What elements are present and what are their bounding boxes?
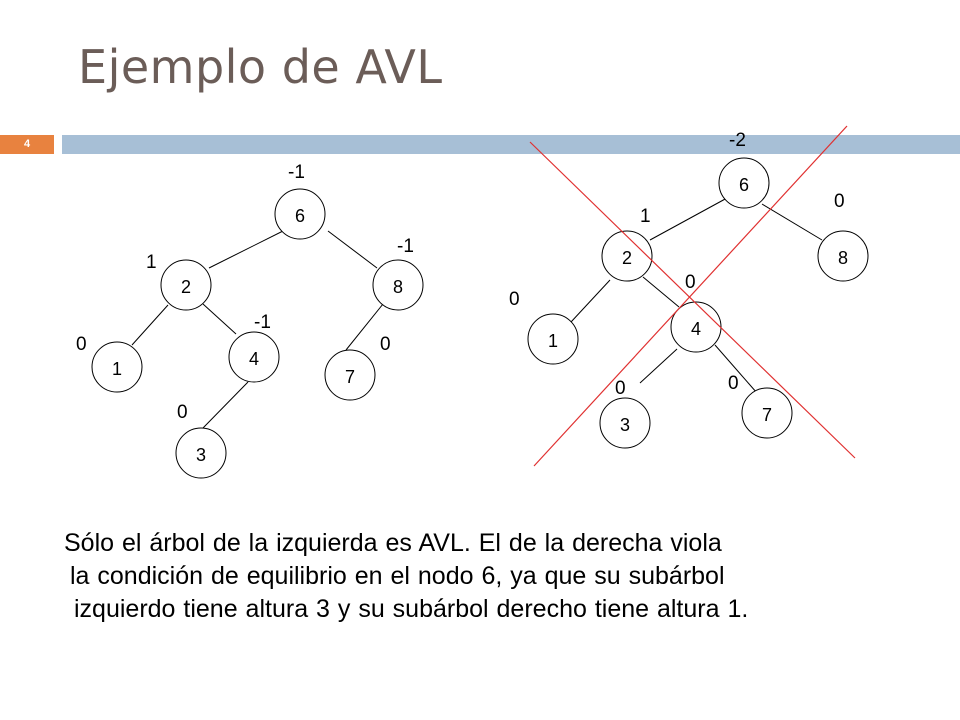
- node-key: 4: [691, 319, 701, 339]
- balance-factor: 0: [615, 378, 626, 399]
- left-tree-balance-factors: -1 1 -1 0 -1 0 0: [76, 162, 414, 423]
- tree-node: 3: [599, 397, 651, 449]
- tree-node: 2: [601, 230, 653, 282]
- balance-factor: -2: [729, 130, 746, 151]
- node-key: 1: [112, 359, 122, 379]
- header-bar: [62, 135, 960, 154]
- not-avl-cross: [529, 125, 856, 467]
- node-key: 2: [181, 277, 191, 297]
- tree-node: 7: [741, 387, 793, 439]
- balance-factor: 0: [834, 191, 845, 212]
- balance-factor: -1: [254, 312, 271, 333]
- balance-factor: -1: [288, 162, 305, 183]
- tree-node: 7: [324, 349, 376, 401]
- tree-node: 8: [372, 259, 424, 311]
- balance-factor: 0: [76, 334, 87, 355]
- edge-6-2: [208, 230, 284, 269]
- caption-line: la condición de equilibrio en el nodo 6,…: [70, 562, 725, 590]
- node-key: 4: [249, 349, 259, 369]
- tree-node: 1: [91, 341, 143, 393]
- edge-2-1: [131, 304, 169, 346]
- edge-2-4: [642, 276, 680, 308]
- cross-line: [529, 141, 856, 459]
- edge-4-7: [714, 344, 758, 394]
- tree-node: 8: [817, 230, 869, 282]
- edge-6-8: [327, 230, 378, 269]
- edge-6-2: [649, 197, 728, 241]
- slide-title: Ejemplo de AVL: [78, 40, 443, 94]
- node-key: 6: [739, 175, 749, 195]
- caption-line: izquierdo tiene altura 3 y su subárbol d…: [74, 595, 749, 623]
- edge-6-8: [761, 203, 823, 241]
- balance-factor: 1: [640, 206, 651, 227]
- edge-2-4: [202, 303, 237, 335]
- right-tree-balance-factors: -2 1 0 0 0 0 0: [509, 130, 845, 399]
- balance-factor: 0: [685, 272, 696, 293]
- balance-factor: 1: [146, 252, 157, 273]
- node-key: 8: [393, 277, 403, 297]
- left-tree-edges: [131, 230, 384, 429]
- tree-node: 6: [274, 188, 326, 240]
- tree-node: 2: [160, 259, 212, 311]
- tree-node: 1: [527, 313, 579, 365]
- right-tree-nodes: 6 2 8 1 4 3 7: [527, 157, 869, 449]
- slide-number: 4: [0, 135, 54, 154]
- node-key: 3: [196, 445, 206, 465]
- balance-factor: 0: [509, 289, 520, 310]
- node-key: 8: [838, 248, 848, 268]
- node-key: 2: [622, 248, 632, 268]
- edge-4-3: [639, 348, 678, 384]
- tree-node: 4: [228, 331, 280, 383]
- tree-node: 6: [718, 157, 770, 209]
- node-key: 3: [620, 415, 630, 435]
- balance-factor: 0: [380, 334, 391, 355]
- edge-2-1: [570, 279, 611, 323]
- balance-factor: 0: [177, 402, 188, 423]
- cross-line: [533, 125, 848, 467]
- balance-factor: -1: [397, 236, 414, 257]
- node-key: 1: [548, 331, 558, 351]
- edge-4-3: [202, 381, 249, 429]
- caption-line: Sólo el árbol de la izquierda es AVL. El…: [64, 529, 722, 557]
- node-key: 6: [295, 206, 305, 226]
- edge-8-7: [345, 303, 384, 351]
- node-key: 7: [762, 405, 772, 425]
- tree-node: 3: [175, 427, 227, 479]
- balance-factor: 0: [728, 373, 739, 394]
- node-key: 7: [345, 367, 355, 387]
- caption-text: Sólo el árbol de la izquierda es AVL. El…: [64, 527, 944, 626]
- left-tree-nodes: 6 2 8 1 4 7 3: [91, 188, 424, 479]
- right-tree-edges: [570, 197, 823, 394]
